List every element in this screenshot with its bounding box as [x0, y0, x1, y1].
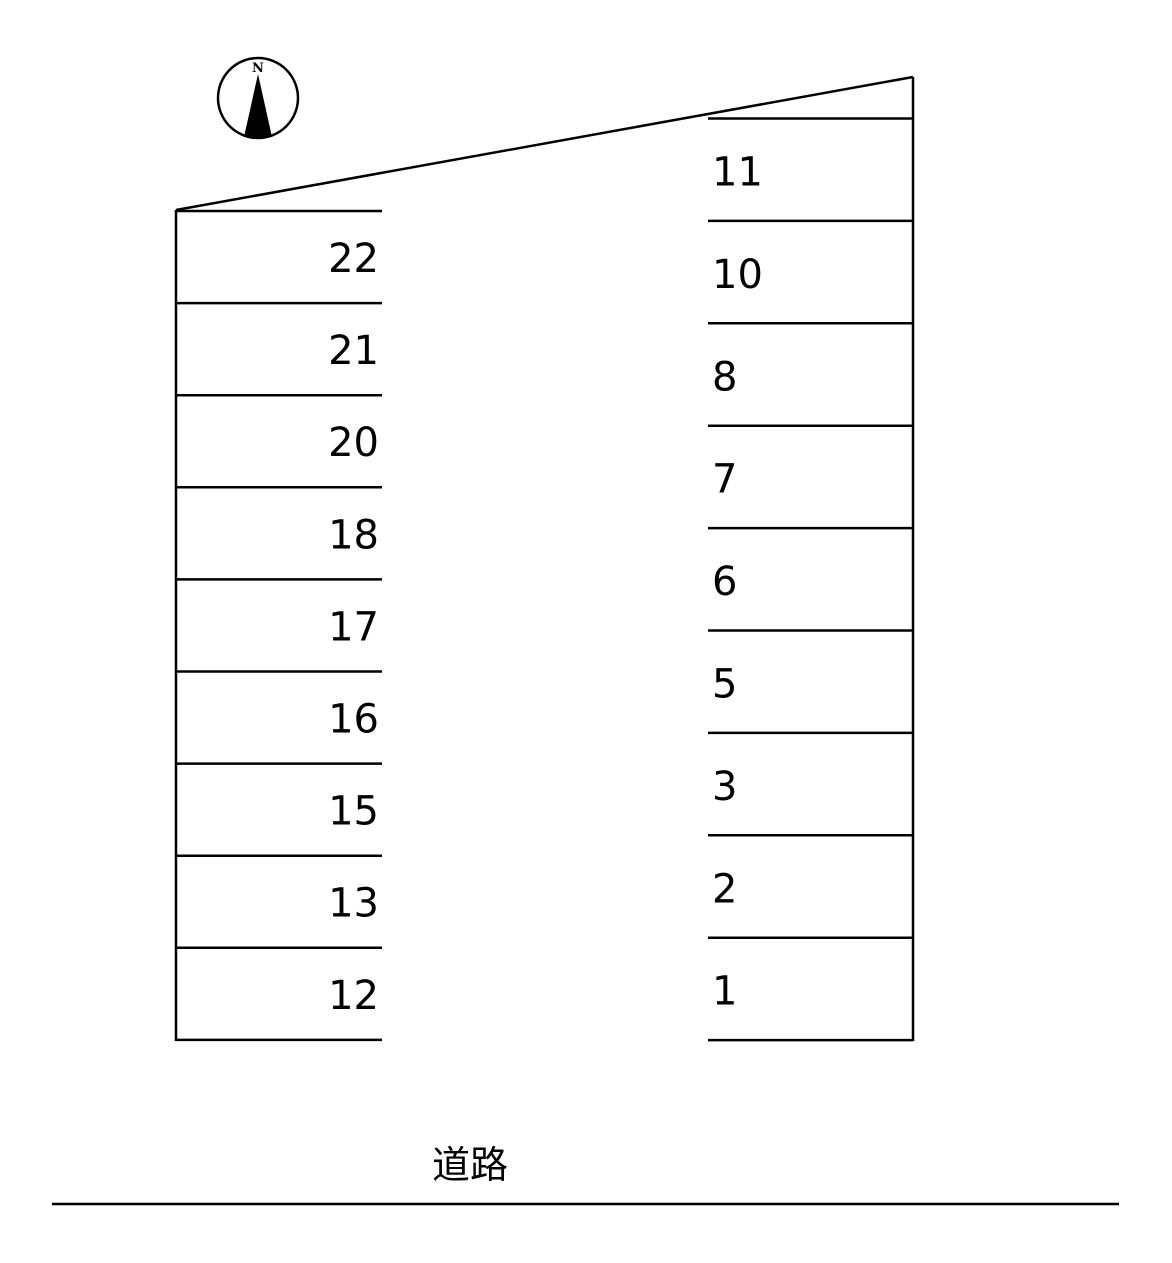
parking-space-number: 7 [712, 457, 737, 503]
parking-space-number: 10 [712, 252, 763, 298]
north-boundary-line [175, 75, 914, 212]
road-label: 道路 [432, 1143, 508, 1187]
parking-space-number: 13 [328, 881, 379, 927]
parking-space-number: 15 [328, 789, 379, 835]
parking-space-number: 2 [712, 866, 737, 912]
parking-space-number: 6 [712, 559, 737, 605]
parking-space-number: 22 [328, 236, 379, 282]
parking-space-number: 18 [328, 512, 379, 558]
parking-space-number: 3 [712, 764, 737, 810]
right-parking-column: 11 10 8 7 6 5 3 2 1 [708, 117, 913, 1042]
parking-space-number: 1 [712, 969, 737, 1015]
parking-space-number: 21 [328, 328, 379, 374]
compass-north-label: N [252, 61, 264, 76]
left-parking-column: 22 21 20 18 17 16 15 13 12 [176, 209, 382, 1042]
compass-circle [216, 56, 300, 140]
parking-space-number: 17 [328, 604, 379, 650]
lot-boundary [174, 75, 915, 1041]
parking-space-number: 5 [712, 662, 737, 708]
parking-space-number: 8 [712, 354, 737, 400]
parking-space-number: 11 [712, 150, 763, 196]
parking-space-number: 20 [328, 420, 379, 466]
compass: N [216, 56, 300, 140]
north-arrow-icon [244, 74, 272, 137]
parking-space-number: 16 [328, 697, 379, 743]
parking-space-number: 12 [328, 973, 379, 1019]
